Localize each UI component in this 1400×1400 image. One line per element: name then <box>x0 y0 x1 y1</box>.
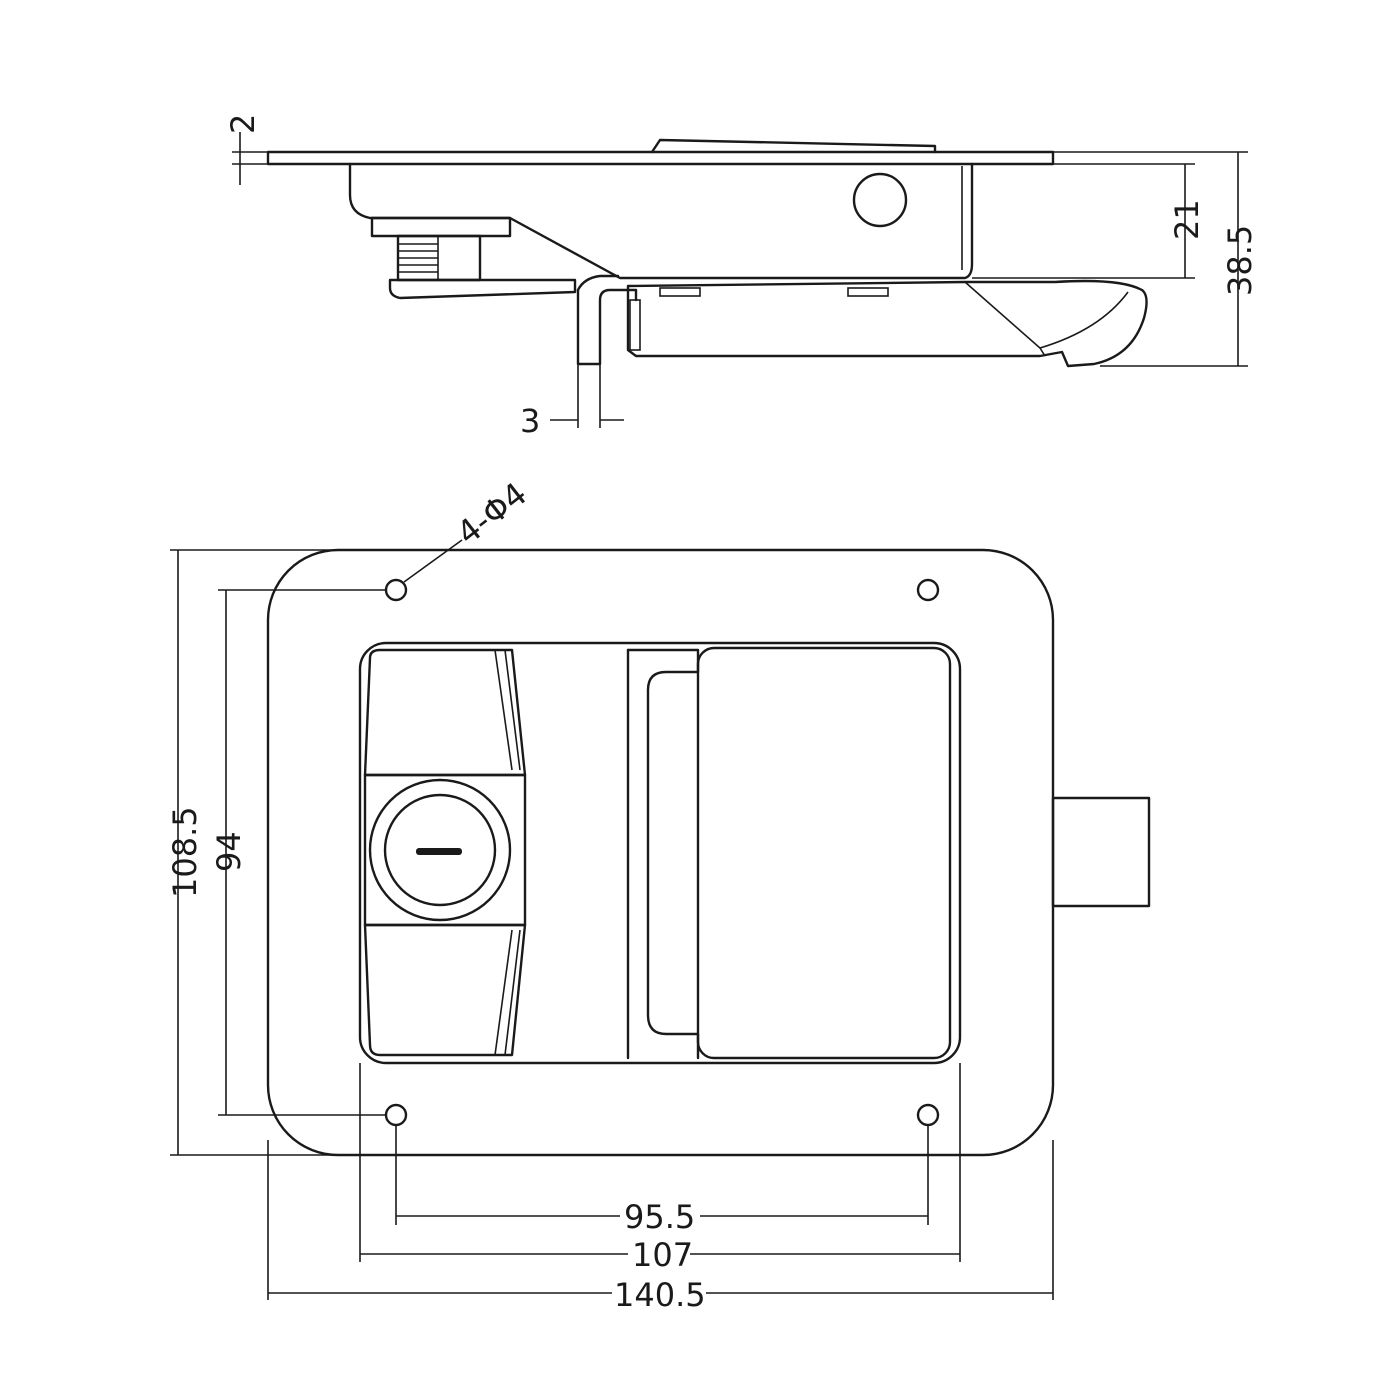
side-paddle-rib-2 <box>847 287 889 297</box>
dim-total-width: 140.5 <box>614 1276 706 1314</box>
dim-hole-spacing-vertical: 94 <box>210 831 248 872</box>
side-handle-top <box>576 274 620 292</box>
side-handle-bend <box>576 288 638 366</box>
side-view <box>266 138 1148 368</box>
latch-bolt <box>1051 796 1151 908</box>
lock-housing-rib-top <box>494 649 521 771</box>
side-paddle-top <box>650 138 937 154</box>
side-paddle-tray <box>626 279 1148 368</box>
keyhole-icon <box>416 848 462 855</box>
mounting-hole-tr <box>916 578 940 602</box>
dim-plate-thickness: 2 <box>224 114 262 134</box>
side-paddle-lip <box>1039 291 1129 349</box>
paddle-plate <box>696 646 952 1060</box>
front-view <box>266 548 1151 1157</box>
side-lock-collar <box>370 216 512 238</box>
dim-body-depth: 21 <box>1168 199 1206 240</box>
dim-handle-thickness: 3 <box>520 402 540 440</box>
lock-housing-bottom <box>363 923 527 1057</box>
leader-line-hole <box>403 539 463 583</box>
dim-total-height: 108.5 <box>166 806 204 898</box>
side-dimensions: 2 21 38.5 3 <box>224 114 1259 440</box>
lock-housing-top <box>363 648 527 777</box>
lock-cylinder-inner <box>383 793 497 907</box>
mounting-hole-tl <box>384 578 408 602</box>
paddle-handle-grip <box>626 648 700 1060</box>
side-body-hole <box>852 172 908 228</box>
front-dimensions: 4-Φ4 108.5 94 95.5 107 140.5 <box>166 475 1054 1314</box>
side-flange-plate <box>266 150 1055 166</box>
mounting-hole-br <box>916 1103 940 1127</box>
front-recess <box>358 641 962 1065</box>
side-body <box>348 162 974 280</box>
side-lock-thread <box>398 236 439 280</box>
dim-total-depth: 38.5 <box>1221 225 1259 296</box>
dim-hole-spacing-horizontal: 95.5 <box>624 1198 695 1236</box>
dim-cutout-width: 107 <box>632 1236 693 1274</box>
side-paddle-rib-1 <box>659 287 701 297</box>
lock-housing-rib-bottom <box>494 929 521 1056</box>
side-paddle-diagonal <box>964 281 1046 357</box>
lock-cylinder-outer <box>368 778 512 922</box>
mounting-hole-bl <box>384 1103 408 1127</box>
side-paddle-hinge <box>629 299 641 351</box>
side-lock-cam <box>388 278 577 300</box>
